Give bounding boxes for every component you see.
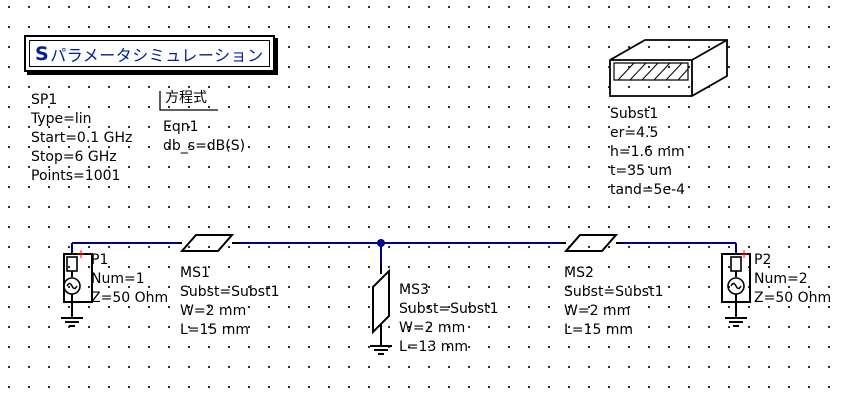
ms3-subst: Subst=Subst1 [399,301,499,317]
simulation-title-text: パラメータシミュレーション [50,45,264,65]
ms1-symbol[interactable] [178,234,240,252]
ms3-symbol[interactable] [370,264,392,355]
ms3-width: W=2 mm [399,320,466,336]
ms1-name: MS1 [180,265,210,281]
simulation-stop: Stop=6 GHz [31,149,117,165]
wire-net [71,242,737,264]
junction-dot [377,239,385,247]
port-p2-symbol[interactable] [721,253,751,327]
substrate-name: Subst1 [610,106,659,122]
substrate-icon [609,39,728,97]
ms3-label[interactable]: MS3 Subst=Subst1 W=2 mm L=13 mm [399,281,499,357]
substrate-h: h=1.6 mm [610,144,685,160]
equation-name: Eqn1 [163,119,199,135]
substrate-t: t=35 um [610,163,672,179]
simulation-title: S パラメータシミュレーション [29,40,270,67]
port-p2-num: Num=2 [754,271,808,287]
ms3-name: MS3 [399,282,429,298]
equation-properties[interactable]: Eqn1 db_s=dB(S) [163,118,245,156]
port-p1-num: Num=1 [91,271,145,287]
port-p1-label[interactable]: P1 Num=1 Z=50 Ohm [91,251,168,308]
substrate-properties[interactable]: Subst1 er=4.5 h=1.6 mm t=35 um tand=5e-4 [610,105,685,200]
port-p2-plus-icon: + [739,247,749,261]
s-parameter-simulation-box[interactable]: S パラメータシミュレーション [24,35,275,72]
port-p2-impedance: Z=50 Ohm [754,290,832,306]
ms1-label[interactable]: MS1 Subst=Subst1 W=2 mm L=15 mm [180,264,280,340]
simulation-title-prefix: S [35,42,50,65]
ms2-name: MS2 [564,265,594,281]
substrate-er: er=4.5 [610,125,659,141]
port-p1-symbol[interactable] [61,253,93,327]
port-p1-impedance: Z=50 Ohm [91,290,169,306]
simulation-points: Points=1001 [31,168,121,184]
equation-header[interactable]: 方程式 [165,90,207,106]
ms1-width: W=2 mm [180,303,247,319]
simulation-name: SP1 [31,92,58,108]
simulation-type: Type=lin [31,111,92,127]
ms1-subst: Subst=Subst1 [180,284,280,300]
simulation-start: Start=0.1 GHz [31,130,133,146]
ms1-length: L=15 mm [180,322,250,338]
ms3-length: L=13 mm [399,339,469,355]
port-p1-plus-icon: + [76,247,86,261]
port-p2-name: P2 [754,252,772,268]
simulation-properties[interactable]: SP1 Type=lin Start=0.1 GHz Stop=6 GHz Po… [31,91,132,186]
ms2-width: W=2 mm [564,303,631,319]
port-p2-label[interactable]: P2 Num=2 Z=50 Ohm [754,251,831,308]
ms2-length: L=15 mm [564,322,634,338]
ms2-symbol[interactable] [561,234,622,252]
equation-bracket [159,91,218,111]
substrate-tand: tand=5e-4 [610,182,686,198]
ms2-subst: Subst=Subst1 [564,284,664,300]
ms2-label[interactable]: MS2 Subst=Subst1 W=2 mm L=15 mm [564,264,664,340]
equation-expression: db_s=dB(S) [163,138,246,154]
port-p1-name: P1 [91,252,109,268]
